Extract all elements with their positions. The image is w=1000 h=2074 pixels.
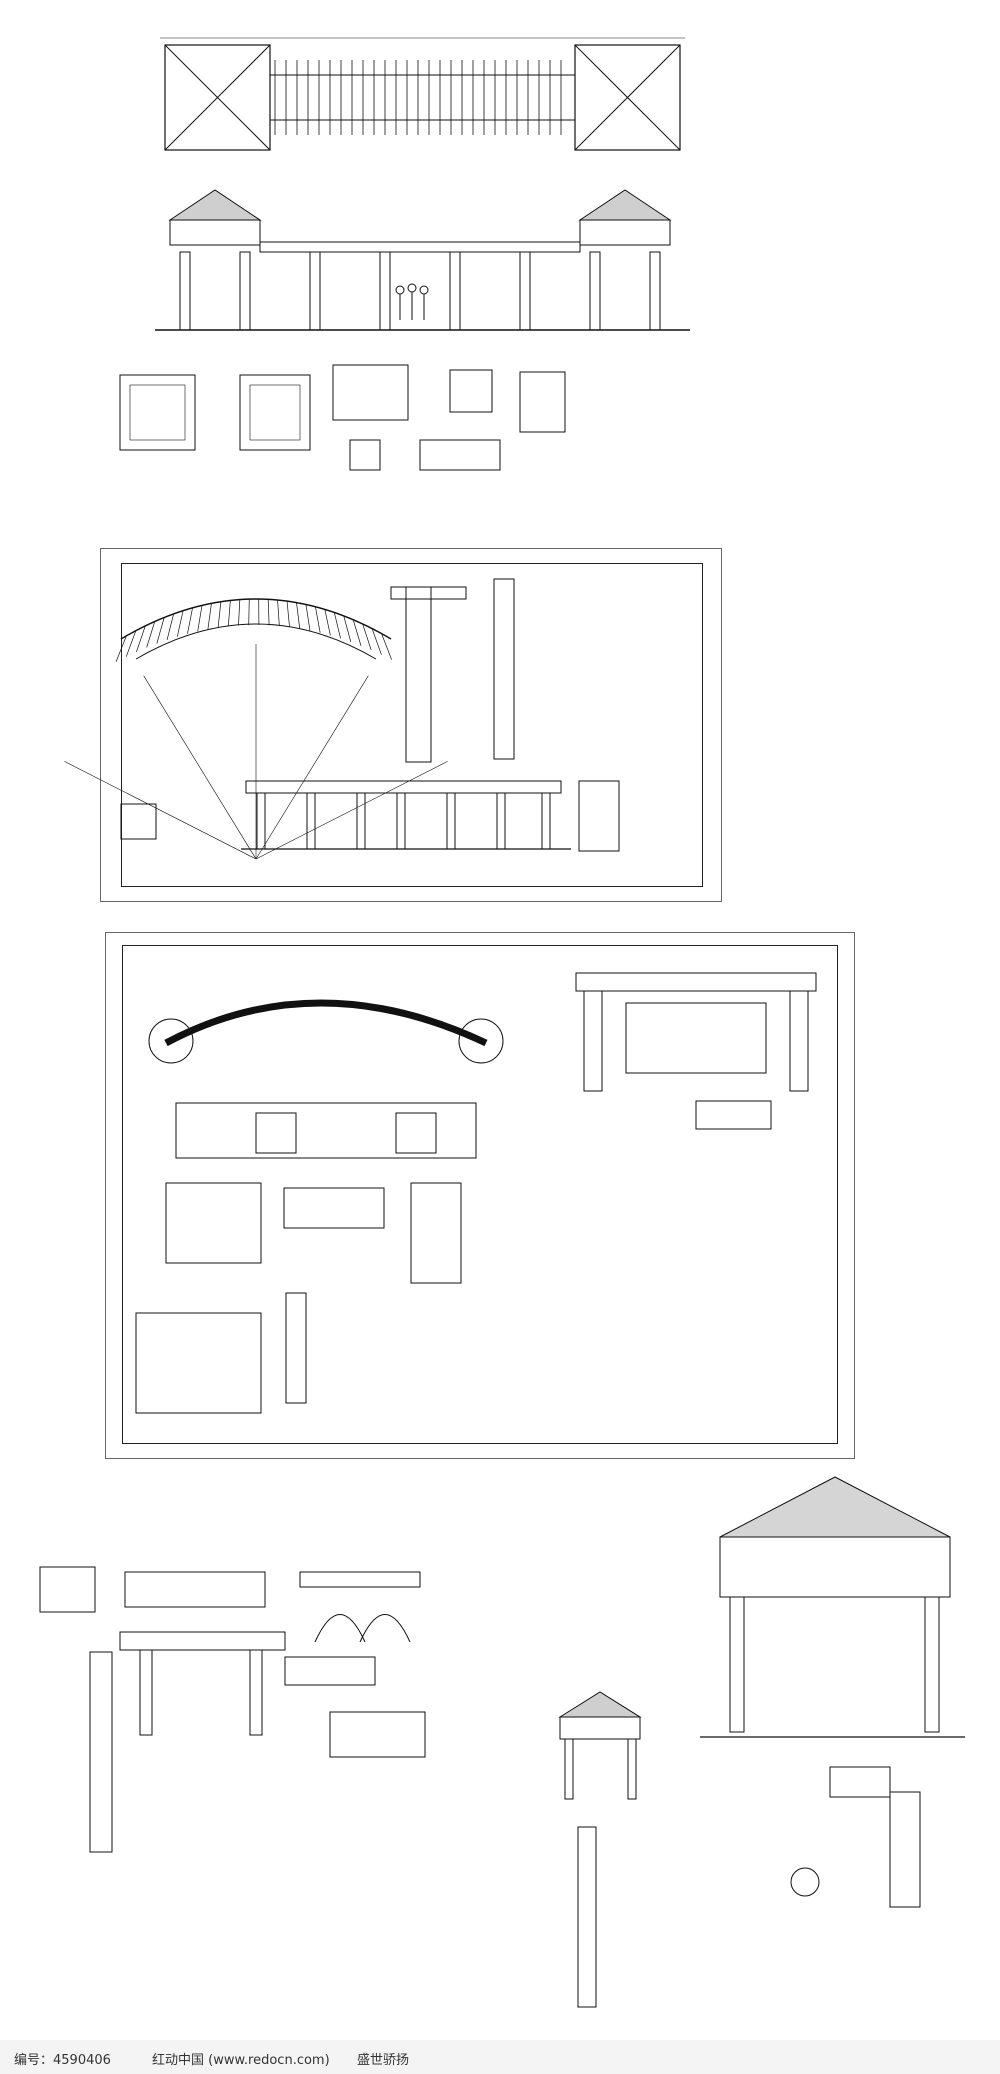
column — [496, 792, 506, 850]
people-figures — [395, 283, 429, 320]
slat-line — [187, 607, 193, 634]
column — [649, 251, 661, 331]
slat-line — [156, 617, 165, 644]
slat-line — [197, 605, 203, 632]
slat-line — [381, 633, 392, 660]
slat-line — [227, 600, 231, 627]
column — [446, 792, 456, 850]
slat-line — [146, 621, 156, 648]
slat-line — [166, 613, 174, 640]
slat-line — [343, 615, 352, 642]
column — [541, 792, 551, 850]
column — [449, 251, 461, 331]
sheet-2-curved-pergola — [64, 548, 722, 902]
pergola-with-gable — [39, 1566, 286, 1853]
slat-line — [207, 603, 212, 630]
section-detail — [120, 578, 515, 840]
sheet-3-arched-wall — [105, 932, 855, 1459]
slat-line — [305, 604, 311, 631]
slat-line — [125, 630, 137, 657]
slat-line — [248, 599, 250, 626]
arch-gate — [284, 1571, 426, 1758]
wall-elevation — [175, 1102, 477, 1159]
column — [356, 792, 366, 850]
column — [379, 251, 391, 331]
slat-line — [296, 602, 301, 629]
sheet-1-corridor-with-pavilions — [100, 20, 780, 520]
ray-line — [64, 761, 257, 860]
sheet-2-drawing — [64, 578, 620, 860]
column — [256, 792, 266, 850]
column — [239, 251, 251, 331]
small-pavilion — [558, 1691, 642, 2008]
column — [179, 251, 191, 331]
corridor-elevation — [155, 189, 690, 331]
column — [519, 251, 531, 331]
fan-plan — [64, 598, 448, 860]
large-pavilion-section — [700, 1476, 965, 1908]
column — [396, 792, 406, 850]
slat-line — [267, 599, 270, 626]
footer-author: 盛世骄扬 — [357, 2053, 410, 2068]
slat-line — [136, 625, 146, 653]
ray-line — [255, 675, 369, 860]
column — [306, 792, 316, 850]
slat-line — [315, 606, 321, 633]
slat-line — [238, 599, 241, 626]
slat-line — [286, 601, 290, 628]
arc-wall-plan — [148, 999, 504, 1064]
roof-plan — [160, 37, 685, 151]
sheet-4-drawing — [39, 1476, 965, 2008]
slat-line — [217, 601, 222, 628]
gate-elevation — [575, 972, 817, 1092]
footer-site-link[interactable]: 红动中国 (www.redocn.com) — [152, 2053, 330, 2068]
ray-line — [143, 675, 257, 860]
slat-line — [371, 628, 382, 655]
watermark-footer: 编号：4590406 红动中国 (www.redocn.com) 盛世骄扬 — [0, 2040, 1000, 2074]
slat-line — [333, 612, 341, 639]
sheet-3-drawing — [135, 972, 817, 1414]
sheet-4-pavilion-details — [30, 1476, 995, 2022]
slat-line — [324, 609, 331, 636]
slat-line — [362, 623, 372, 651]
slat-line — [176, 610, 184, 637]
wall-details — [135, 1100, 772, 1414]
slat-line — [277, 600, 280, 627]
footer-id-label: 编号：4590406 — [14, 2053, 111, 2068]
column — [589, 251, 601, 331]
slat-line — [352, 619, 362, 646]
column — [309, 251, 321, 331]
ray-line — [255, 761, 448, 860]
details-row — [119, 364, 566, 471]
sheet-1-drawing — [119, 37, 690, 471]
pergola-elevation — [241, 780, 620, 852]
slat-line — [115, 635, 127, 662]
